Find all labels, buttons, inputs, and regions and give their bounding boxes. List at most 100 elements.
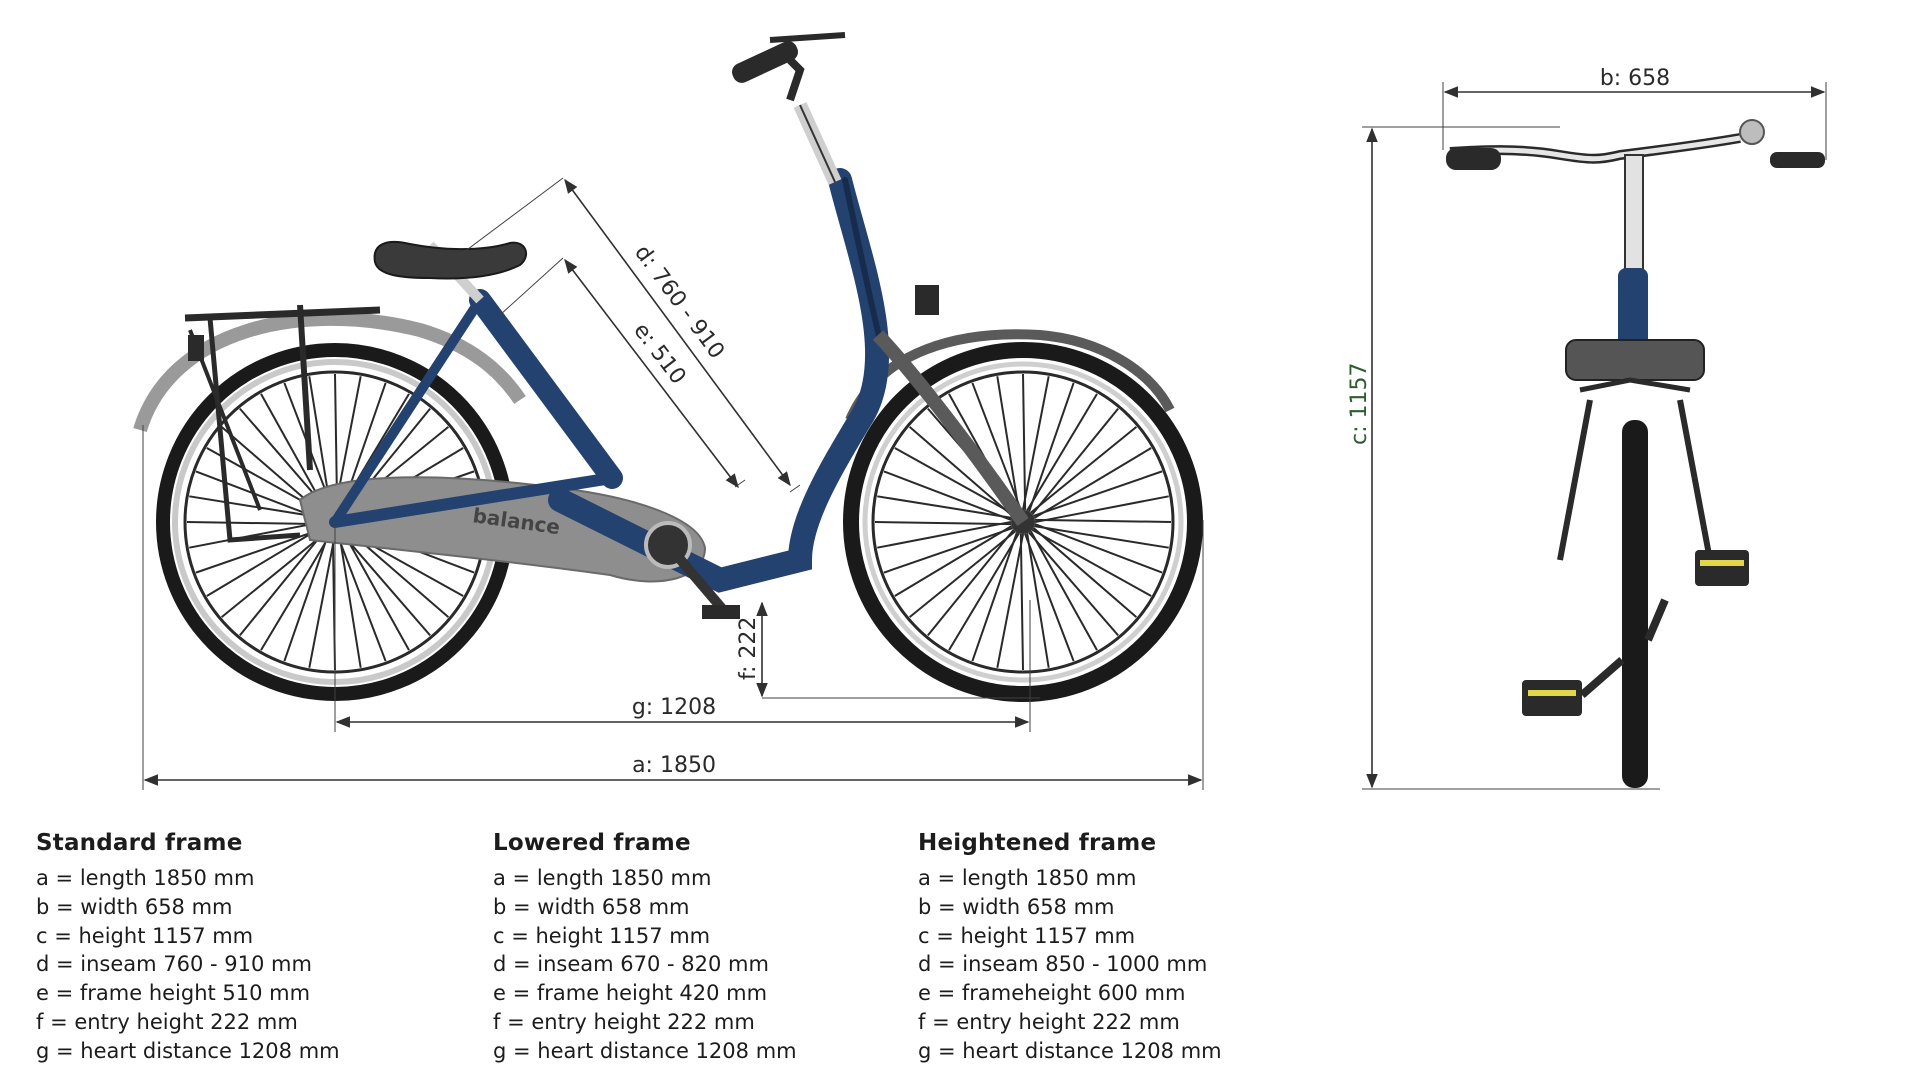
spec-line: c = height 1157 mm (36, 923, 254, 948)
wheel-spoke (877, 520, 1012, 549)
dim-c-label: c: 1157 (1347, 363, 1372, 446)
wheel-spoke (1034, 525, 1169, 549)
front-wheel (843, 342, 1203, 702)
wheel-spoke (874, 521, 1012, 526)
spec-line: a = length 1850 mm (36, 866, 255, 890)
front-saddle (1565, 339, 1705, 381)
wheel-spoke (883, 470, 1012, 521)
spec-line: f = entry height 222 mm (493, 1009, 755, 1034)
heightened-frame-heading: Heightened frame (918, 830, 1157, 856)
wheel-spoke (308, 533, 337, 668)
saddle (373, 240, 528, 280)
wheel-spoke (1019, 533, 1024, 671)
standard-frame-heading: Standard frame (36, 830, 243, 856)
wheel-spoke (220, 530, 328, 618)
bike-dimension-diagram: balance (133, 32, 1827, 790)
wheel-spoke (927, 529, 1015, 637)
wheel-spoke (1030, 426, 1138, 514)
wheel-spoke (336, 533, 387, 662)
right-grip (1770, 152, 1825, 168)
right-pedal (1695, 550, 1749, 586)
wheel-spoke (340, 531, 431, 637)
spec-line: e = frameheight 600 mm (918, 981, 1186, 1006)
left-pedal (1522, 680, 1582, 716)
wheel-spoke (338, 533, 362, 668)
dim-b-label: b: 658 (1600, 66, 1670, 91)
spec-line: e = frame height 420 mm (493, 981, 768, 1006)
wheel-spoke (189, 495, 324, 519)
wheel-spoke (908, 530, 1016, 618)
wheel-spoke (877, 495, 1012, 519)
rear-mudguard (133, 311, 526, 433)
wheel-spoke (971, 532, 1018, 662)
wheel-spoke (1033, 470, 1163, 517)
spec-line: a = length 1850 mm (918, 866, 1137, 890)
front-fork (872, 330, 1029, 526)
dim-a-label: a: 1850 (632, 753, 716, 778)
luggage-carrier (184, 304, 381, 543)
spec-line: b = width 658 mm (36, 894, 233, 919)
heightened-frame-specs: Heightened frame a = length 1850 mm b = … (918, 830, 1222, 1066)
dim-g-label: g: 1208 (632, 695, 716, 720)
bike-side-view: balance (133, 32, 1203, 702)
wheel-spoke (894, 525, 1013, 597)
headlight (915, 285, 939, 315)
lowered-frame-specs: Lowered frame a = length 1850 mm b = wid… (493, 830, 797, 1066)
rear-light (188, 335, 204, 361)
wheel-spoke (883, 527, 1013, 574)
dim-f-label: f: 222 (736, 617, 761, 680)
wheel-spoke (1026, 393, 1098, 512)
wheel-spoke (283, 532, 330, 662)
spec-line: b = width 658 mm (493, 894, 690, 919)
wheel-spoke (1021, 376, 1050, 511)
wheel-spoke (948, 532, 1020, 651)
spec-line: d = inseam 670 - 820 mm (493, 952, 769, 977)
spec-line: g = heart distance 1208 mm (36, 1038, 340, 1063)
front-view-wheel (1622, 420, 1648, 788)
wheel-spoke (195, 527, 325, 574)
wheel-spoke (908, 426, 1014, 517)
wheel-spoke (894, 447, 1015, 516)
wheel-spoke (1029, 530, 1098, 651)
bike-front-view (1446, 119, 1825, 788)
wheel-spoke (1034, 495, 1169, 524)
wheel-spoke (186, 521, 324, 526)
spec-line: g = heart distance 1208 mm (918, 1038, 1222, 1063)
wheel-spoke (971, 382, 1022, 511)
frame-specifications: Standard frame a = length 1850 mm b = wi… (0, 830, 1920, 1080)
dim-e-label: e: 510 (628, 318, 690, 389)
spec-line: e = frame height 510 mm (36, 981, 311, 1006)
wheel-spoke (1033, 447, 1152, 519)
front-stem (1624, 154, 1644, 271)
wheel-spoke (1031, 407, 1119, 515)
spec-line: g = heart distance 1208 mm (493, 1038, 797, 1063)
wheel-spoke (1024, 533, 1075, 662)
front-view-dimensions: b: 658 c: 1157 (1347, 66, 1827, 790)
spec-line: c = height 1157 mm (493, 923, 711, 948)
wheel-spoke (1028, 531, 1119, 637)
wheel-spoke (996, 533, 1025, 668)
wheel-spoke (1032, 527, 1138, 618)
spec-line: d = inseam 760 - 910 mm (36, 952, 312, 977)
handlebar-stem (732, 32, 846, 185)
bell (1739, 119, 1765, 145)
wheel-spoke (260, 532, 332, 651)
chain-guard (298, 476, 707, 583)
spec-line: f = entry height 222 mm (918, 1009, 1180, 1034)
wheel-spoke (1031, 528, 1152, 597)
wheel-spoke (206, 525, 325, 597)
pedal (702, 605, 740, 619)
wheel-spoke (996, 376, 1020, 511)
wheel-spoke (1034, 518, 1172, 523)
wheel-spoke (1022, 373, 1027, 511)
spec-line: c = height 1157 mm (918, 923, 1136, 948)
wheel-spoke (1028, 382, 1075, 512)
wheel-spoke (1026, 533, 1050, 668)
wheel-spoke (1034, 523, 1163, 574)
left-grip (1446, 148, 1501, 170)
wheel-spoke (189, 520, 324, 549)
standard-frame-specs: Standard frame a = length 1850 mm b = wi… (36, 830, 340, 1066)
spec-line: a = length 1850 mm (493, 866, 712, 890)
lowered-frame-heading: Lowered frame (493, 830, 691, 856)
wheel-spoke (341, 530, 410, 651)
